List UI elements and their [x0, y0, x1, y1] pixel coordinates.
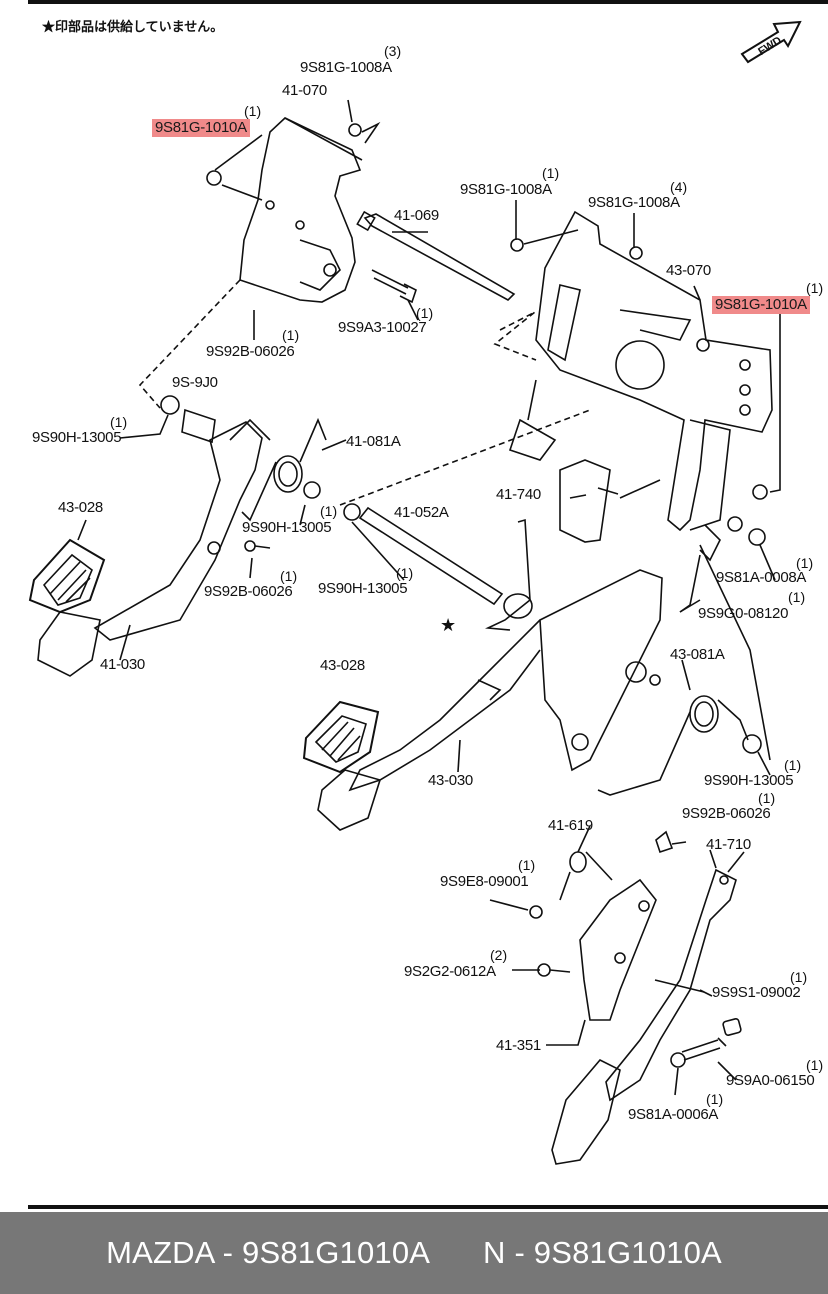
qty-p19: (1)	[396, 565, 414, 581]
label-p4: 41-069	[394, 207, 439, 224]
label-p27: 9S92B-06026	[682, 805, 771, 822]
label-p7: 43-070	[666, 262, 711, 279]
brake-pedal	[317, 569, 663, 831]
qty-p18: (1)	[280, 568, 298, 584]
fwd-arrow-icon: FWD	[740, 20, 802, 64]
footer-oem-number: MAZDA - 9S81G1010A	[106, 1235, 431, 1270]
qty-p32: (1)	[790, 969, 808, 985]
qty-p3: (1)	[244, 103, 262, 119]
label-p32: 9S9S1-09002	[712, 984, 801, 1001]
right-spring	[597, 695, 749, 796]
label-p11: 9S-9J0	[172, 374, 218, 391]
label-p3-highlight: 9S81G-1010A	[152, 119, 250, 137]
label-p30: 9S9E8-09001	[440, 873, 529, 890]
label-p22: 41-030	[100, 656, 145, 673]
qty-p34: (1)	[806, 1057, 824, 1073]
qty-p1: (3)	[384, 43, 402, 59]
top-rule	[28, 0, 828, 4]
footer-gap	[430, 1235, 483, 1271]
footer-n-number: N - 9S81G1010A	[483, 1235, 722, 1270]
left-bracket	[239, 117, 363, 303]
label-p24: 43-081A	[670, 646, 725, 663]
label-p31: 9S2G2-0612A	[404, 963, 496, 980]
label-p13: 41-081A	[346, 433, 401, 450]
star-mark: ★	[440, 615, 457, 635]
line-art	[28, 99, 781, 1165]
label-p12: 9S90H-13005	[32, 429, 122, 446]
qty-p12: (1)	[110, 414, 128, 430]
label-p2: 41-070	[282, 82, 327, 99]
label-p15: 9S90H-13005	[242, 519, 332, 536]
label-p18: 9S92B-06026	[204, 583, 293, 600]
qty-p20: (1)	[796, 555, 814, 571]
label-p28: 41-619	[548, 817, 593, 834]
bottom-rule	[28, 1205, 828, 1209]
label-p25: 43-030	[428, 772, 473, 789]
qty-p6: (4)	[670, 179, 688, 195]
label-p34: 9S9A0-06150	[726, 1072, 815, 1089]
label-p5: 9S81G-1008A	[460, 181, 552, 198]
parts-diagram: ★印部品は供給していません。 FWD	[28, 0, 828, 1209]
label-p10: 9S92B-06026	[206, 343, 295, 360]
qty-p31: (2)	[490, 947, 508, 963]
qty-p35: (1)	[706, 1091, 724, 1107]
accelerator-assembly	[551, 868, 737, 1165]
label-p29: 41-710	[706, 836, 751, 853]
label-p20: 9S81A-0008A	[716, 569, 807, 586]
right-bracket	[508, 210, 773, 532]
qty-p15: (1)	[320, 503, 338, 519]
label-p35: 9S81A-0006A	[628, 1106, 719, 1123]
qty-p30: (1)	[518, 857, 536, 873]
label-p17: 41-740	[496, 486, 541, 503]
label-p14: 43-028	[58, 499, 103, 516]
qty-p10: (1)	[282, 327, 300, 343]
label-p16: 41-052A	[394, 504, 449, 521]
qty-p27: (1)	[758, 790, 776, 806]
qty-p5: (1)	[542, 165, 560, 181]
supply-note: ★印部品は供給していません。	[42, 19, 224, 34]
long-bolt	[356, 210, 516, 301]
label-p1: 9S81G-1008A	[300, 59, 392, 76]
label-p6: 9S81G-1008A	[588, 194, 680, 211]
qty-p9: (1)	[416, 305, 434, 321]
label-p33: 41-351	[496, 1037, 541, 1054]
qty-p26: (1)	[784, 757, 802, 773]
label-p26: 9S90H-13005	[704, 772, 794, 789]
label-p8-highlight: 9S81G-1010A	[712, 296, 810, 314]
qty-p21: (1)	[788, 589, 806, 605]
left-spring	[241, 417, 327, 522]
qty-p8: (1)	[806, 280, 824, 296]
label-p23: 43-028	[320, 657, 365, 674]
label-p9: 9S9A3-10027	[338, 319, 427, 336]
label-p21: 9S9G0-08120	[698, 605, 789, 622]
part-number-footer: MAZDA - 9S81G1010A N - 9S81G1010A	[0, 1212, 828, 1294]
clutch-pedal	[37, 418, 271, 677]
label-p19: 9S90H-13005	[318, 580, 408, 597]
